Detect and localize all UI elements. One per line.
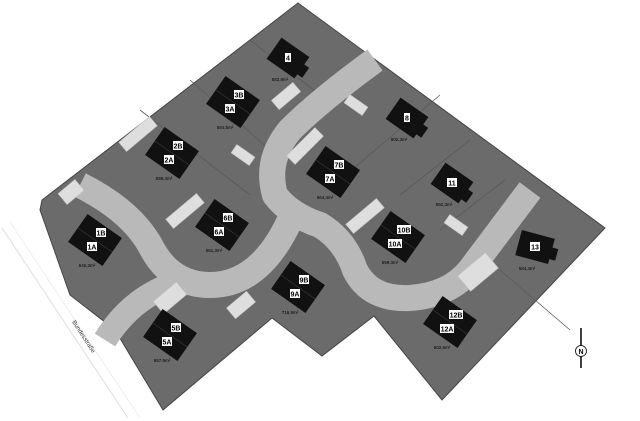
unit-label: 10B <box>398 228 411 235</box>
unit-label: 7A <box>326 177 335 184</box>
party-wall <box>280 274 316 300</box>
lot-area: 581,3m² <box>206 248 223 253</box>
north-arrow-icon: N <box>575 328 587 368</box>
lot-area: 564,4m² <box>317 195 334 200</box>
south-road <box>94 273 175 347</box>
unit-label: 13 <box>531 245 539 252</box>
lot-area: 646,3m² <box>79 263 96 268</box>
party-wall <box>315 159 351 185</box>
unit-label: 11 <box>448 181 456 188</box>
unit-label: 2A <box>165 158 174 165</box>
unit-label-bg <box>285 53 291 62</box>
party-wall <box>154 140 190 166</box>
north-label: N <box>578 349 583 356</box>
unit-label: 3A <box>226 107 235 114</box>
lot-area: 716,9m² <box>282 310 299 315</box>
lot-area: 502,3m² <box>391 137 408 142</box>
party-wall <box>77 227 113 253</box>
unit-label: 9B <box>300 278 309 285</box>
lot-10[interactable]: 10B 10A 599,3m² <box>371 211 425 265</box>
unit-label-bg <box>447 178 457 187</box>
main-road <box>259 49 541 312</box>
unit-label-bg <box>290 289 300 298</box>
unit-label-bg <box>530 242 540 251</box>
unit-label: 4 <box>286 56 290 63</box>
unit-label-bg <box>87 242 97 251</box>
unit-label-bg <box>162 337 172 346</box>
party-wall <box>215 89 251 115</box>
lot-4[interactable]: 4 582,8m² <box>266 37 310 82</box>
unit-label-bg <box>440 324 454 333</box>
party-wall <box>204 212 240 238</box>
unit-label: 8 <box>405 116 409 123</box>
unit-label: 1A <box>88 245 97 252</box>
lot-12[interactable]: 12B 12A 602,6m² <box>423 296 477 350</box>
lot-area: 584,4m² <box>519 266 536 271</box>
lot-area: 657,9m² <box>154 358 171 363</box>
lot-area: 598,3m² <box>156 176 173 181</box>
unit-label-bg <box>397 225 411 234</box>
unit-label-bg <box>404 113 410 122</box>
unit-label-bg <box>234 90 244 99</box>
lot-area: 582,8m² <box>272 77 289 82</box>
house-annex <box>413 122 429 138</box>
unit-label: 9A <box>291 292 300 299</box>
unit-label: 6B <box>224 216 233 223</box>
site-area <box>39 2 606 411</box>
house-annex <box>294 62 310 78</box>
street-edge <box>9 221 141 419</box>
unit-label-bg <box>334 160 344 169</box>
lot-area: 602,6m² <box>434 345 451 350</box>
lot-area: 584,5m² <box>217 125 234 130</box>
parking-pads <box>57 81 499 320</box>
house-annex <box>545 246 559 261</box>
unit-label-bg <box>225 104 235 113</box>
unit-label: 5B <box>172 326 181 333</box>
lot-area: 592,3m² <box>436 202 453 207</box>
party-wall <box>152 322 188 348</box>
lot-area: 599,3m² <box>382 260 399 265</box>
lot-13[interactable]: 13 584,4m² <box>515 230 559 271</box>
unit-label-bg <box>223 213 233 222</box>
unit-label-bg <box>299 275 309 284</box>
unit-label-bg <box>173 141 183 150</box>
unit-label-bg <box>325 174 335 183</box>
house-annex <box>458 187 474 203</box>
unit-label: 12B <box>450 313 463 320</box>
unit-label: 1B <box>97 231 106 238</box>
unit-label: 5A <box>163 340 172 347</box>
unit-label: 7B <box>335 163 344 170</box>
party-wall <box>432 309 468 335</box>
unit-label: 2B <box>174 144 183 151</box>
unit-label: 6A <box>215 230 224 237</box>
street-edge <box>1 227 129 419</box>
unit-label-bg <box>214 227 224 236</box>
unit-label: 12A <box>441 327 454 334</box>
party-wall <box>380 224 416 250</box>
unit-label-bg <box>449 310 463 319</box>
unit-label: 3B <box>235 93 244 100</box>
unit-label-bg <box>96 228 106 237</box>
west-road <box>74 173 302 298</box>
lot-8[interactable]: 8 502,3m² <box>385 97 429 142</box>
unit-label-bg <box>388 239 402 248</box>
unit-label-bg <box>164 155 174 164</box>
lot-11[interactable]: 11 592,3m² <box>430 162 474 207</box>
road-network <box>74 49 541 347</box>
unit-label-bg <box>171 323 181 332</box>
unit-label: 10A <box>389 242 402 249</box>
